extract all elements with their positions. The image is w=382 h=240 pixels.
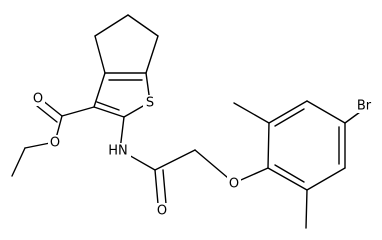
- bond: [274, 164, 305, 183]
- bond: [233, 102, 270, 124]
- bond: [127, 14, 159, 37]
- atom-amide-oxygen: O: [155, 203, 169, 219]
- atom-sulfur: S: [143, 95, 157, 111]
- bond: [41, 99, 63, 117]
- bond: [93, 72, 106, 108]
- amide-oxygen-label: O: [157, 204, 167, 219]
- bond: [268, 100, 308, 124]
- molecule-structure: S O O HN O O Br: [11, 14, 375, 229]
- atom-amide-nitrogen: HN: [105, 143, 131, 159]
- bond: [305, 189, 308, 229]
- atom-carbonyl-oxygen-ester: O: [31, 91, 45, 107]
- bond: [344, 111, 361, 124]
- carbonyl-oxygen-label: O: [33, 92, 43, 107]
- bond: [94, 14, 129, 37]
- bond: [162, 169, 167, 205]
- bond: [306, 100, 346, 124]
- bromine-label: Br: [357, 99, 372, 114]
- bond: [36, 105, 58, 123]
- atom-ether-oxygen: O: [227, 176, 241, 192]
- bond-layer: [11, 14, 361, 229]
- ester-oxygen-label: O: [50, 136, 60, 151]
- amide-nitrogen-label: HN: [108, 144, 128, 159]
- sulfur-label: S: [146, 96, 154, 111]
- bond: [274, 108, 305, 127]
- bond: [154, 149, 196, 171]
- atom-bromine: Br: [353, 98, 375, 114]
- bond: [306, 167, 346, 191]
- bond: [93, 106, 125, 118]
- bond: [61, 106, 95, 117]
- bond: [267, 167, 308, 191]
- bond: [96, 101, 120, 111]
- atom-ester-oxygen: O: [48, 135, 62, 151]
- bond: [267, 122, 270, 169]
- ether-oxygen-label: O: [229, 177, 239, 192]
- bond: [94, 35, 106, 74]
- bond: [154, 169, 159, 205]
- bond: [11, 147, 26, 177]
- bond: [145, 35, 159, 74]
